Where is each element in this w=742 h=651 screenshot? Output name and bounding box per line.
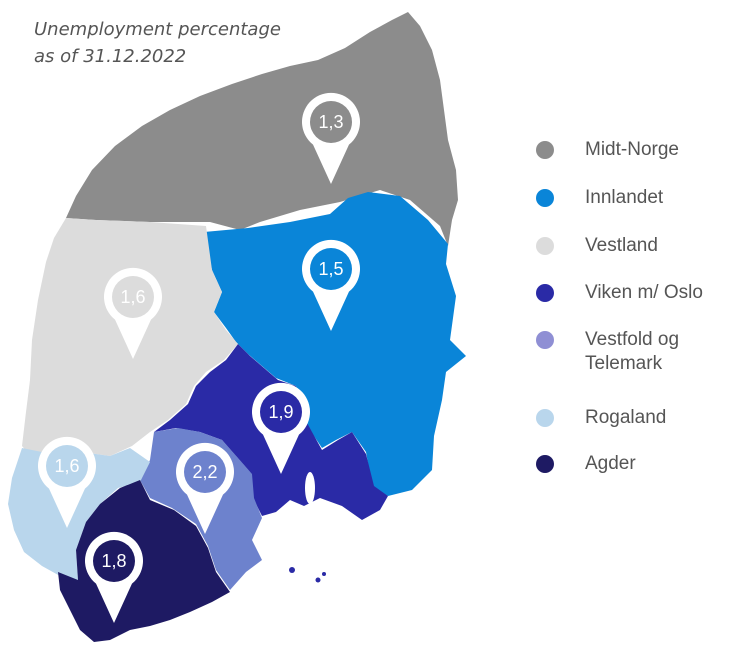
legend-swatch	[536, 141, 554, 159]
legend-item: Rogaland	[536, 406, 742, 430]
legend-item: Innlandet	[536, 186, 742, 210]
pin-inner-circle	[310, 101, 352, 143]
pin-inner-circle	[184, 451, 226, 493]
pin-rogaland[interactable]: 1,6	[38, 436, 96, 528]
subtitle-line-2: as of 31.12.2022	[34, 46, 187, 67]
pin-value-label: 1,6	[120, 287, 145, 307]
pin-innlandet[interactable]: 1,5	[302, 239, 361, 331]
legend-label: Viken m/ Oslo	[585, 282, 703, 303]
lake-shape	[305, 472, 315, 504]
legend-label: Agder	[585, 453, 636, 474]
legend-swatch	[536, 455, 554, 473]
island-shape	[315, 577, 321, 583]
pin-value-label: 1,5	[318, 259, 343, 279]
pin-value-label: 1,9	[268, 402, 293, 422]
pin-agder[interactable]: 1,8	[85, 531, 143, 623]
legend-label: Rogaland	[585, 407, 667, 428]
legend-label: Midt-Norge	[585, 139, 679, 160]
legend-swatch	[536, 409, 554, 427]
region-midt-norge[interactable]	[66, 12, 458, 246]
legend-item: Viken m/ Oslo	[536, 281, 742, 305]
island-shape	[289, 567, 295, 573]
pin-value-label: 1,3	[318, 112, 343, 132]
pin-viken[interactable]: 1,9	[252, 382, 311, 474]
subtitle-line-1: Unemployment percentage	[34, 19, 281, 40]
legend-item: Vestfold og Telemark	[536, 328, 742, 376]
pin-inner-circle	[112, 276, 154, 318]
legend-label: Vestland	[585, 235, 658, 256]
pin-value-label: 1,8	[101, 551, 126, 571]
pin-midt-norge[interactable]: 1,3	[302, 92, 361, 184]
legend-swatch	[536, 284, 554, 302]
legend-label: Innlandet	[585, 187, 664, 208]
pin-inner-circle	[93, 540, 135, 582]
legend-swatch	[536, 331, 554, 349]
pin-inner-circle	[310, 248, 352, 290]
map-pins: 1,3 1,5 1,6 1,9 2,2 1,6 1,8	[38, 92, 361, 623]
pin-inner-circle	[260, 391, 302, 433]
pin-vestfold[interactable]: 2,2	[176, 442, 235, 534]
pin-value-label: 1,6	[54, 456, 79, 476]
island-shape	[322, 572, 326, 576]
legend-item: Vestland	[536, 234, 742, 258]
legend-label: Vestfold og Telemark	[585, 329, 680, 374]
pin-value-label: 2,2	[192, 462, 217, 482]
legend-item: Midt-Norge	[536, 138, 742, 162]
region-agder[interactable]	[58, 480, 230, 642]
legend-swatch	[536, 189, 554, 207]
region-innlandet[interactable]	[204, 192, 466, 496]
legend-swatch	[536, 237, 554, 255]
legend-item: Agder	[536, 452, 742, 476]
map-subtitle: Unemployment percentage as of 31.12.2022	[34, 16, 281, 70]
pin-vestland[interactable]: 1,6	[103, 267, 163, 359]
pin-inner-circle	[46, 445, 88, 487]
